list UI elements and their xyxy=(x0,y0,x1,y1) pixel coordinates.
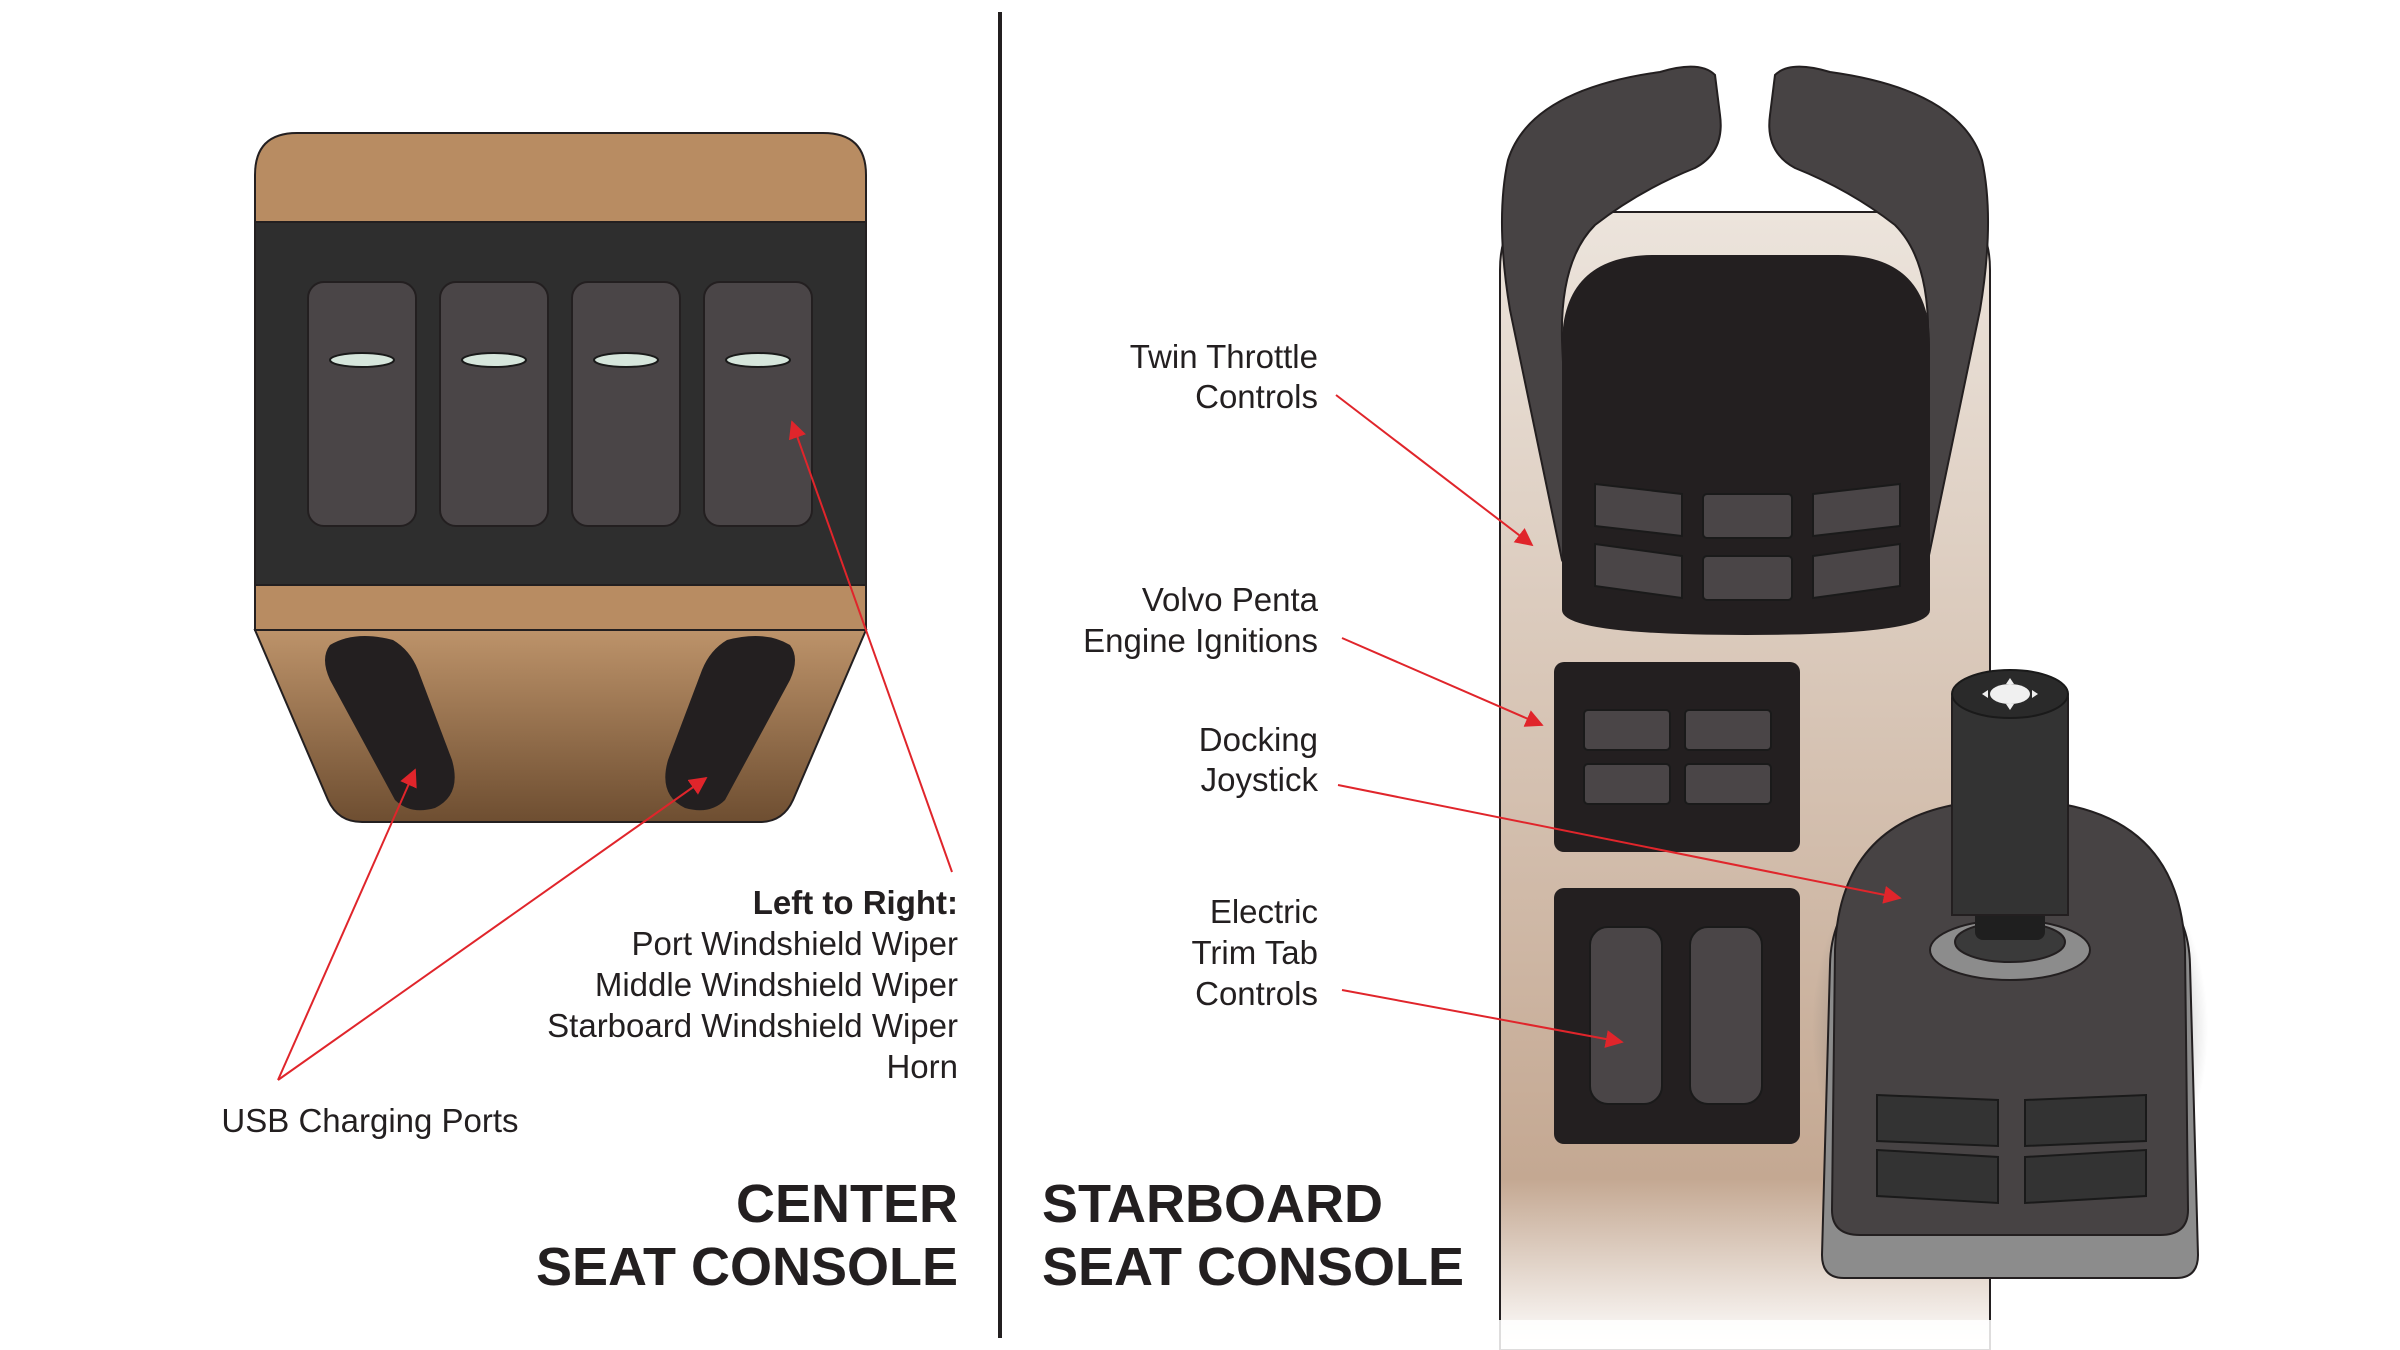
twin-throttle-controls[interactable] xyxy=(1562,255,1930,635)
throttle-button-grid xyxy=(1594,482,1901,601)
port-windshield-wiper-switch[interactable] xyxy=(307,281,417,527)
joystick-button[interactable] xyxy=(1876,1148,1999,1205)
joystick-button[interactable] xyxy=(2024,1093,2147,1148)
center-console-top-trim xyxy=(254,132,867,226)
throttle-button[interactable] xyxy=(1594,482,1683,538)
usb-charging-port-left[interactable] xyxy=(325,636,455,811)
starboard-console-illustration xyxy=(1488,65,2208,1350)
joystick-buttons xyxy=(1876,1093,2147,1205)
ignition-label-line1: Volvo Penta xyxy=(1142,581,1319,618)
switch-label-starboard-wiper: Starboard Windshield Wiper xyxy=(547,1007,958,1044)
leader-line-switches xyxy=(788,420,953,873)
throttle-button[interactable] xyxy=(1702,493,1793,539)
center-switch-labels: Left to Right: Port Windshield Wiper Mid… xyxy=(547,884,958,1085)
usb-charging-port-right[interactable] xyxy=(665,636,795,811)
starboard-console-title-line2: SEAT CONSOLE xyxy=(1042,1237,1464,1297)
joystick-top-button[interactable] xyxy=(1990,684,2030,704)
trim-label-line1: Electric xyxy=(1210,893,1318,930)
middle-windshield-wiper-switch[interactable] xyxy=(439,281,549,527)
starboard-leader-lines xyxy=(1335,394,1902,1048)
docking-joystick[interactable] xyxy=(1812,669,2208,1279)
leader-line-usb-right xyxy=(277,776,708,1081)
engine-ignitions-panel xyxy=(1554,662,1800,852)
starboard-windshield-wiper-switch[interactable] xyxy=(571,281,681,527)
switch-label-port-wiper: Port Windshield Wiper xyxy=(632,925,958,962)
usb-charging-ports-label: USB Charging Ports xyxy=(221,1102,518,1139)
throttle-label-line2: Controls xyxy=(1195,378,1318,415)
center-console-illustration xyxy=(253,132,868,823)
throttle-button[interactable] xyxy=(1702,555,1793,601)
switch-indicator-light xyxy=(593,352,659,368)
joystick-label-line2: Joystick xyxy=(1201,761,1319,798)
throttle-button[interactable] xyxy=(1812,482,1901,538)
trim-tab-rocker-right[interactable] xyxy=(1689,926,1763,1105)
trim-label-line2: Trim Tab xyxy=(1191,934,1318,971)
ignition-buttons xyxy=(1583,709,1772,805)
switch-label-horn: Horn xyxy=(886,1048,958,1085)
trim-label-line3: Controls xyxy=(1195,975,1318,1012)
center-console-title-line1: CENTER xyxy=(736,1174,958,1234)
joystick-button[interactable] xyxy=(1876,1093,1999,1148)
center-leader-lines xyxy=(277,420,953,1081)
ignition-button[interactable] xyxy=(1583,763,1671,805)
joystick-button[interactable] xyxy=(2024,1148,2147,1205)
leader-line-joystick xyxy=(1337,784,1902,904)
armrest-bolster-left xyxy=(1500,65,1722,588)
ignition-button[interactable] xyxy=(1583,709,1671,751)
switch-label-heading: Left to Right: xyxy=(753,884,958,921)
leader-line-trim-tabs xyxy=(1341,989,1624,1048)
leader-line-usb-left xyxy=(277,768,417,1081)
center-console-title-line2: SEAT CONSOLE xyxy=(536,1237,958,1297)
trim-tab-rocker-left[interactable] xyxy=(1589,926,1663,1105)
throttle-button[interactable] xyxy=(1594,542,1683,600)
throttle-button[interactable] xyxy=(1812,542,1901,600)
horn-switch[interactable] xyxy=(703,281,813,527)
switch-label-middle-wiper: Middle Windshield Wiper xyxy=(595,966,958,1003)
ignition-button[interactable] xyxy=(1684,763,1772,805)
leader-line-ignitions xyxy=(1341,637,1544,727)
switch-indicator-light xyxy=(461,352,527,368)
ignition-label-line2: Engine Ignitions xyxy=(1083,622,1318,659)
leader-line-throttle xyxy=(1335,394,1534,547)
center-console-band xyxy=(254,584,867,631)
throttle-label-line1: Twin Throttle xyxy=(1130,338,1318,375)
joystick-label-line1: Docking xyxy=(1199,721,1318,758)
switch-indicator-light xyxy=(329,352,395,368)
switch-indicator-light xyxy=(725,352,791,368)
starboard-console-title-line1: STARBOARD xyxy=(1042,1174,1383,1234)
ignition-button[interactable] xyxy=(1684,709,1772,751)
